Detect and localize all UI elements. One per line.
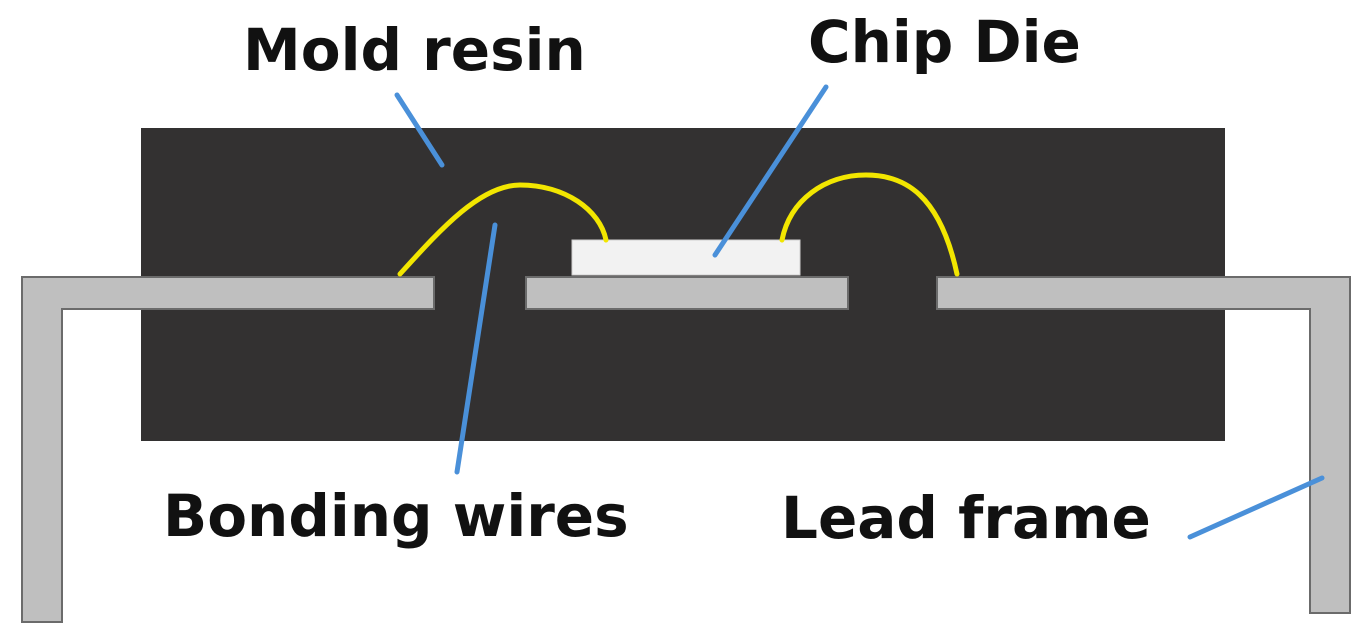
leader-line-bonding-wires [454, 222, 498, 475]
lead-frame-right [936, 276, 1351, 614]
bonding-wire-left [397, 182, 609, 277]
bonding-wire-right [779, 172, 960, 277]
chip-die [571, 239, 801, 276]
label-lead-frame: Lead frame [781, 484, 1151, 552]
leader-line-chip-die [712, 84, 829, 258]
label-mold-resin: Mold resin [243, 16, 586, 84]
label-bonding-wires: Bonding wires [163, 482, 629, 550]
leader-line-lead-frame [1187, 475, 1325, 540]
die-pad [525, 276, 849, 310]
lead-frame-left [21, 276, 435, 623]
label-chip-die: Chip Die [808, 8, 1081, 76]
leader-line-mold-resin [394, 92, 445, 168]
